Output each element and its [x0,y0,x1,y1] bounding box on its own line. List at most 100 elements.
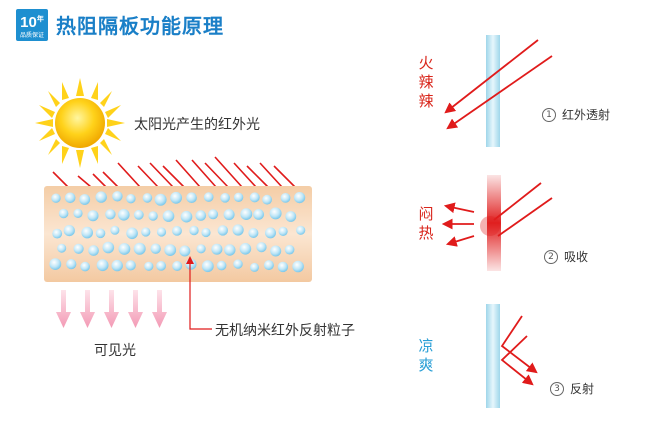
particle-bubble [170,191,183,204]
particle-bubble [64,192,76,204]
panel-2-caption: 2 吸收 [544,248,588,265]
panel-3-side-label: 凉 爽 [418,337,434,374]
brand-logo: 10年 品质保证 [16,9,48,41]
particle-bubble [249,192,260,203]
particle-bubble [125,260,136,271]
particle-bubble [280,193,291,203]
particle-bubble [111,259,123,272]
particle-bubble [172,261,183,271]
particle-bubble [220,193,230,203]
particle-bubble [141,227,151,237]
particle-bubble [154,193,167,206]
nano-particle-label: 无机纳米红外反射粒子 [215,323,355,339]
particle-bubble [250,262,259,272]
particle-bubble [172,226,182,236]
step-number: 1 [542,107,556,122]
particle-bubble [203,192,214,202]
particle-bubble [51,193,61,203]
particle-bubble [232,224,244,236]
particle-bubble [201,260,214,273]
glass-pane-1 [486,35,500,147]
heat-glow [480,216,500,236]
particle-bubbles [49,191,306,273]
particle-bubble [180,210,193,223]
glass-pane-3 [486,304,500,408]
particle-bubble [102,241,115,254]
particle-bubble [195,210,207,221]
particle-bubble [201,227,211,238]
step-number: 3 [550,381,564,396]
particle-bubble [217,225,228,236]
particle-bubble [150,243,161,254]
leader-arrowhead [186,256,194,264]
sun-icon [35,78,125,168]
particle-bubble [142,193,153,203]
particle-bubble [292,260,304,273]
particle-bubble [270,245,282,257]
transmission-rays [444,39,553,130]
panel-2-side-label: 闷 热 [418,205,434,242]
particle-bubble [88,245,99,256]
particle-bubble [296,225,306,235]
particle-bubble [95,228,106,239]
particle-bubble [265,227,276,239]
particle-bubble [63,225,75,237]
particle-bubble [96,259,109,272]
particle-bubble [223,209,235,221]
glass-pane-2 [487,175,501,271]
particle-bubble [126,194,136,204]
logo-number: 10年 [20,14,44,31]
visible-light-arrows [56,290,167,328]
particle-bubble [284,244,295,255]
particle-bubble [256,242,267,253]
particle-bubble [52,228,63,239]
particle-bubble [118,209,130,221]
particle-bubble [156,227,167,237]
particle-bubble [73,208,83,218]
particle-bubble [79,194,91,205]
logo-caption: 品质保证 [19,32,44,39]
particle-bubble [133,242,146,255]
particle-bubble [126,227,138,240]
particle-bubble [162,210,175,222]
particle-bubble [58,208,69,219]
particle-bubble [186,192,197,203]
particle-bubble [239,243,252,255]
particle-bubble [80,261,90,272]
particle-bubble [105,209,116,220]
particle-bubble [216,260,227,271]
particle-bubble [179,245,191,257]
particle-bubble [112,191,123,202]
particle-bubble [95,191,107,203]
particle-bubble [148,211,158,221]
particle-bubble [208,209,219,220]
particle-bubble [73,243,84,254]
particle-bubble [233,259,243,269]
particle-bubble [118,243,131,255]
particle-bubble [285,211,297,222]
particle-bubble [57,243,67,253]
particle-bubble [240,208,253,221]
infrared-rays [52,156,296,188]
particle-bubble [248,228,259,238]
particle-bubble [133,209,144,220]
particle-bubble [156,261,167,271]
particle-bubble [294,192,306,204]
particle-bubble [189,225,199,236]
particle-bubble [196,244,206,254]
particle-bubble [224,244,236,256]
particle-bubble [253,209,264,220]
particle-bubble [263,260,274,271]
step-number: 2 [544,249,558,264]
particle-bubble [110,225,120,235]
particle-bubble [278,226,288,236]
particle-bubble [87,210,99,222]
particle-bubble [269,207,282,220]
particle-bubble [233,192,244,202]
particle-bubble [211,243,223,255]
visible-light-label: 可见光 [94,343,136,359]
panel-1-caption: 1 红外透射 [542,106,610,123]
particle-leader-line [189,260,212,330]
panel-1-side-label: 火 辣 辣 [418,54,434,110]
